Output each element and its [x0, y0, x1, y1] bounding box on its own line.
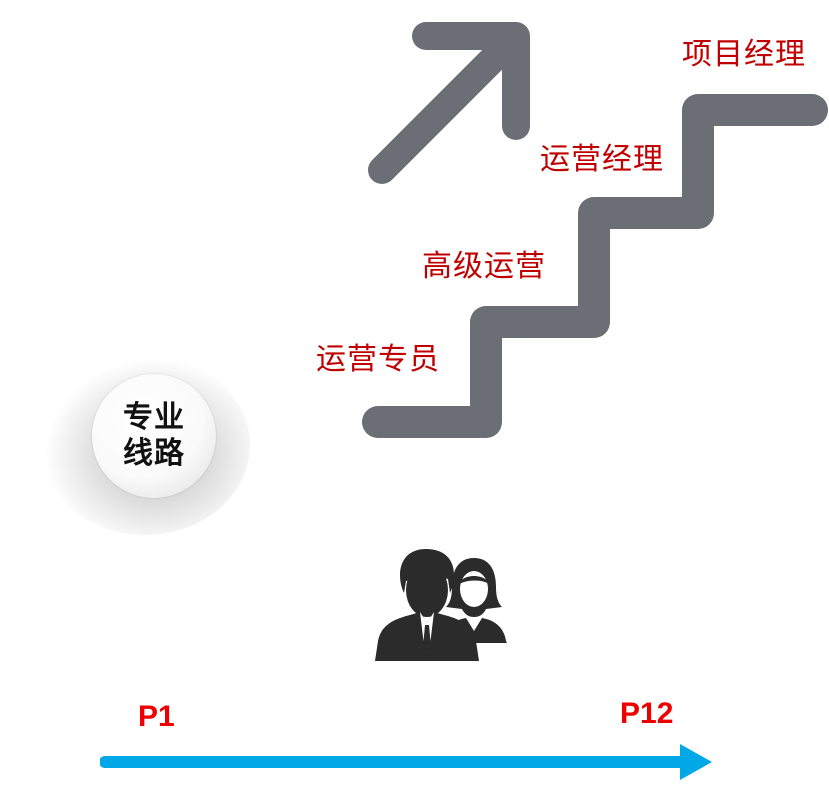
track-badge: 专业 线路	[92, 374, 216, 498]
step-label-specialist: 运营专员	[316, 342, 440, 377]
step-label-project-manager: 项目经理	[682, 37, 806, 72]
stairs-line	[362, 94, 828, 438]
axis-end-label: P12	[620, 697, 674, 730]
progression-arrow	[100, 744, 712, 780]
people-icon	[375, 549, 507, 661]
badge-line-1: 专业	[123, 400, 185, 435]
step-label-manager: 运营经理	[540, 142, 664, 177]
step-label-senior: 高级运营	[422, 249, 546, 284]
badge-line-2: 线路	[123, 436, 185, 471]
axis-start-label: P1	[138, 700, 175, 733]
arrow-up-right-icon	[368, 22, 530, 184]
male-figure	[375, 549, 479, 661]
stairs-graphic	[362, 22, 828, 438]
